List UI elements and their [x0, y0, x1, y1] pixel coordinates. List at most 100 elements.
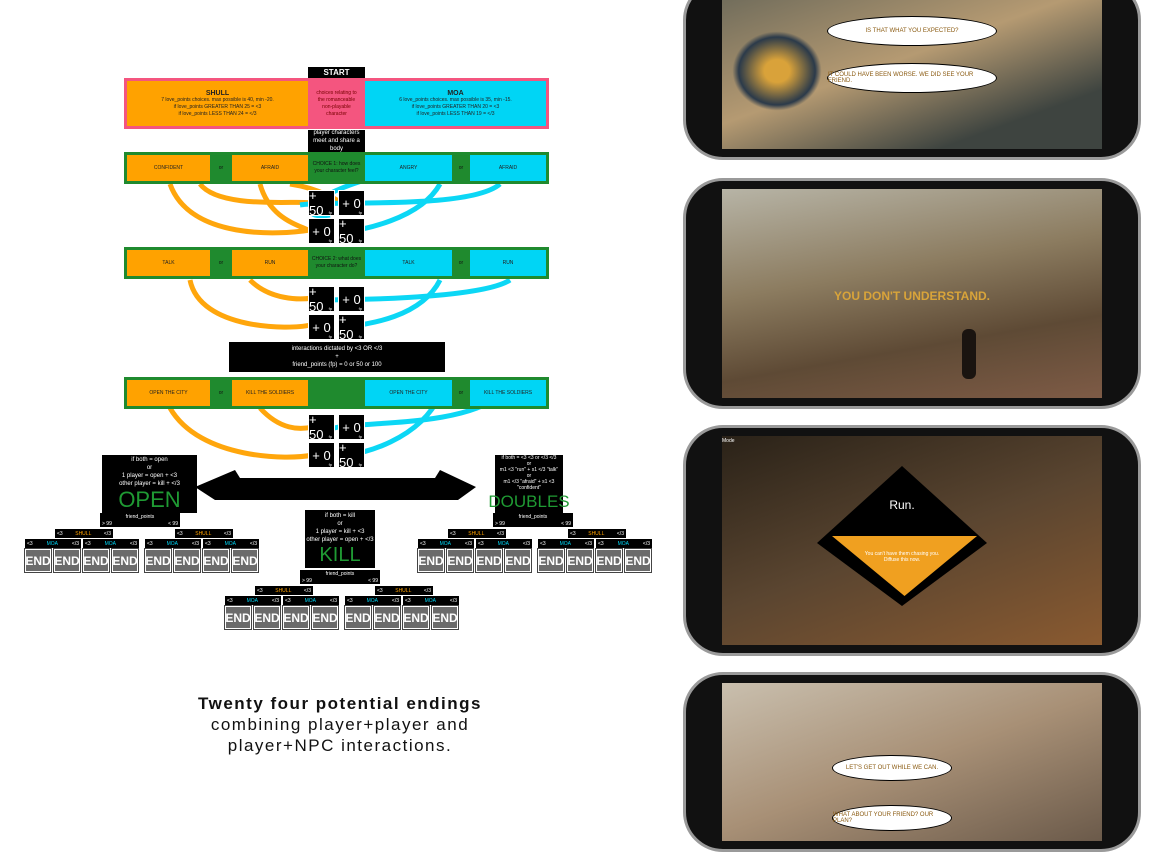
- love-label: <3: [377, 587, 383, 594]
- moa-line: if love_points GREATER THAN 20 = <3: [411, 103, 500, 110]
- love-label: <3: [257, 587, 263, 594]
- outcome-line: other player = kill + </3: [119, 481, 180, 487]
- points-value: + 0: [342, 419, 361, 435]
- end-node: END: [311, 605, 339, 630]
- end-node: END: [402, 605, 430, 630]
- moa-label: MOA: [104, 540, 116, 547]
- moa-label: MOA: [366, 597, 378, 604]
- shull-title: SHULL: [205, 89, 230, 97]
- curve: [257, 183, 314, 235]
- end-node: END: [144, 548, 172, 573]
- points-value: + 0: [312, 319, 331, 335]
- nolove-label: </3: [329, 597, 337, 604]
- shull-line: if love_points GREATER THAN 25 = <3: [173, 103, 262, 110]
- lt-label: < 99: [168, 520, 178, 527]
- points-value: + 50: [339, 312, 354, 342]
- choice-title[interactable]: Run.: [889, 498, 915, 512]
- nolove-label: </3: [642, 540, 650, 547]
- points-value: + 50: [309, 188, 324, 218]
- love-label: <3: [450, 530, 456, 537]
- love-label: <3: [570, 530, 576, 537]
- choice-option[interactable]: RUN: [470, 250, 546, 276]
- friend-points-node: friend_points> 99< 99: [493, 513, 573, 527]
- outcome-line: or: [146, 465, 153, 471]
- end-node: END: [431, 605, 459, 630]
- end-node: END: [344, 605, 372, 630]
- romance-description: choices relating to the romanceable non-…: [316, 90, 357, 117]
- caption-line: player+NPC interactions.: [227, 736, 453, 755]
- outcome-line: or: [526, 473, 532, 479]
- outcome-line: if both = open: [131, 457, 168, 463]
- fp-label: fp: [358, 210, 362, 215]
- moa-line: 6 love_points choices. max possible is 3…: [399, 96, 512, 103]
- love-label: <3: [205, 540, 211, 547]
- fp-label: fp: [358, 462, 362, 467]
- nolove-label: </3: [584, 540, 592, 547]
- choice-option[interactable]: RUN: [232, 250, 308, 276]
- nolove-label: </3: [303, 587, 311, 594]
- interactions-box: interactions dictated by <3 OR </3 + fri…: [229, 342, 445, 372]
- nolove-label: </3: [191, 540, 199, 547]
- lt-label: < 99: [368, 577, 378, 584]
- or-label: or: [452, 250, 470, 276]
- choice-text: You can't have them chasing you. Diffuse…: [817, 551, 987, 563]
- choice-option[interactable]: AFRAID: [470, 155, 546, 181]
- choice-option[interactable]: CONFIDENT: [127, 155, 210, 181]
- outcome-line: or: [526, 461, 532, 467]
- fp-label: fp: [358, 306, 362, 311]
- love-label: <3: [27, 540, 33, 547]
- nolove-label: </3: [464, 540, 472, 547]
- end-node: END: [111, 548, 139, 573]
- shull-info: SHULL 7 love_points choices. max possibl…: [127, 81, 308, 126]
- moa-title: MOA: [447, 89, 464, 97]
- choice-option[interactable]: OPEN THE CITY: [365, 380, 452, 406]
- friend-points-node: friend_points> 99< 99: [100, 513, 180, 527]
- choice-option[interactable]: TALK: [127, 250, 210, 276]
- end-node: END: [504, 548, 532, 573]
- choice-option[interactable]: AFRAID: [232, 155, 308, 181]
- choice-option[interactable]: TALK: [365, 250, 452, 276]
- fp-label: fp: [358, 334, 362, 339]
- moa-label: MOA: [424, 597, 436, 604]
- end-node: END: [373, 605, 401, 630]
- speech-bubble: IS THAT WHAT YOU EXPECTED?: [827, 16, 997, 46]
- outcome-title: DOUBLES: [488, 492, 570, 511]
- choice-question: [308, 380, 365, 406]
- nolove-label: </3: [103, 530, 111, 537]
- end-node: END: [566, 548, 594, 573]
- end-node: END: [282, 605, 310, 630]
- mode-button[interactable]: Mode: [722, 438, 735, 444]
- choice-option[interactable]: KILL THE SOLDIERS: [232, 380, 308, 406]
- choice-option[interactable]: KILL THE SOLDIERS: [470, 380, 546, 406]
- moa-label: MOA: [439, 540, 451, 547]
- curve: [187, 279, 311, 330]
- points-value: + 0: [342, 195, 361, 211]
- or-label: or: [452, 380, 470, 406]
- shull-line: 7 love_points choices. max possible is 4…: [161, 96, 274, 103]
- outcome-open: if both = open or 1 player = open + <3 o…: [102, 455, 197, 513]
- nolove-label: </3: [391, 597, 399, 604]
- moa-label: MOA: [246, 597, 258, 604]
- nolove-label: </3: [522, 540, 530, 547]
- nolove-label: </3: [616, 530, 624, 537]
- end-node: END: [253, 605, 281, 630]
- choice-option[interactable]: ANGRY: [365, 155, 452, 181]
- interactions-line: +: [335, 354, 339, 360]
- end-node: END: [417, 548, 445, 573]
- outcome-line: 1 player = kill + <3: [315, 529, 365, 535]
- fp-label: fp: [328, 238, 332, 243]
- interactions-line: friend_points (fp) = 0 or 50 or 100: [292, 362, 382, 368]
- caption-title: Twenty four potential endings: [197, 694, 482, 713]
- choice-option[interactable]: OPEN THE CITY: [127, 380, 210, 406]
- points-value: + 50: [339, 440, 354, 470]
